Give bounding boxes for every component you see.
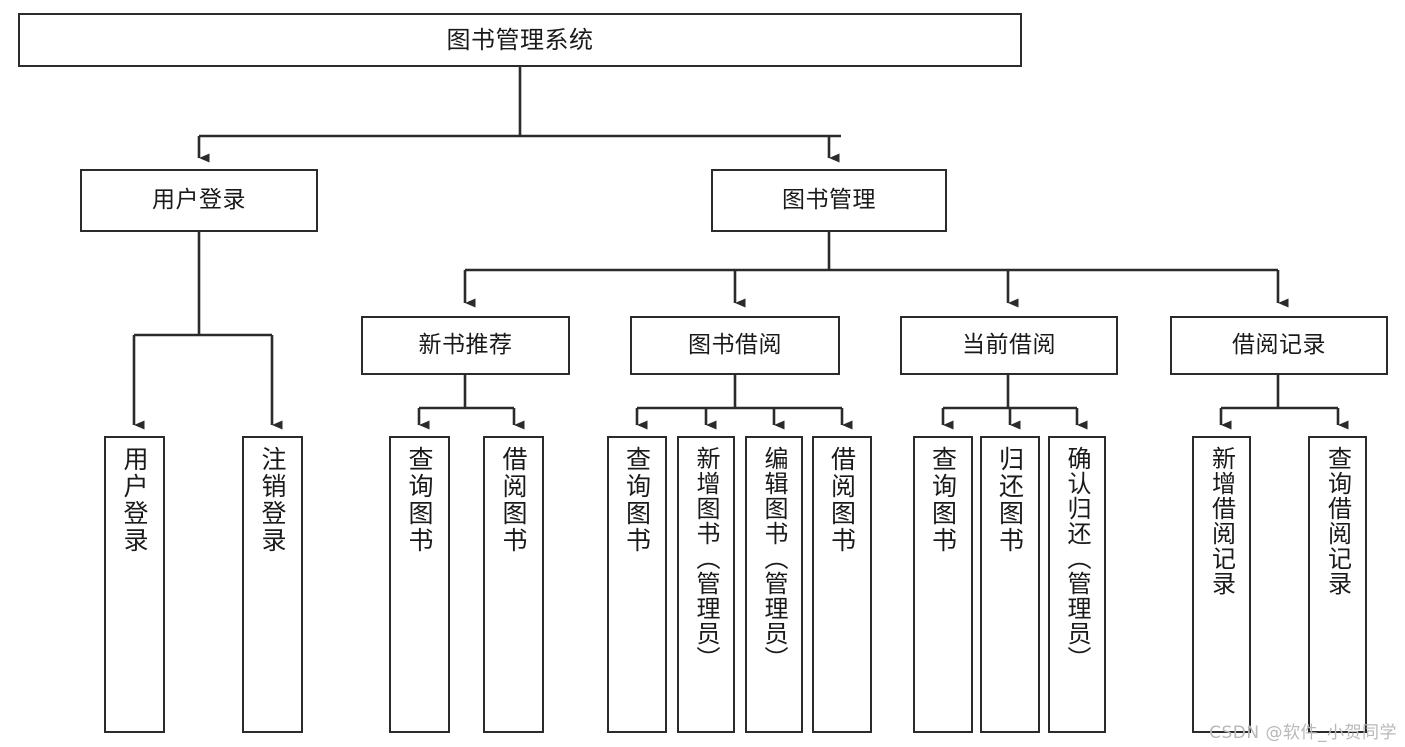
leaf-current-borrow-confirm-return[interactable]: 确认归还（管理员）	[1048, 436, 1106, 733]
node-label: 归还图书	[995, 446, 1025, 554]
leaf-borrow-record-query[interactable]: 查询借阅记录	[1308, 436, 1367, 733]
leaf-book-borrow-edit[interactable]: 编辑图书（管理员）	[745, 436, 803, 733]
leaf-current-borrow-return[interactable]: 归还图书	[980, 436, 1040, 733]
node-borrow-record[interactable]: 借阅记录	[1170, 316, 1388, 375]
leaf-book-borrow-query[interactable]: 查询图书	[607, 436, 667, 733]
node-user-login[interactable]: 用户登录	[80, 169, 318, 232]
node-root-system[interactable]: 图书管理系统	[18, 13, 1022, 67]
node-label: 查询图书	[405, 446, 434, 554]
node-label: 编辑图书（管理员）	[760, 446, 788, 671]
node-label: 图书借阅	[688, 331, 782, 358]
node-book-management[interactable]: 图书管理	[711, 169, 947, 232]
node-label: 查询借阅记录	[1323, 446, 1352, 596]
node-label: 新书推荐	[418, 331, 513, 358]
leaf-book-borrow-add[interactable]: 新增图书（管理员）	[677, 436, 735, 733]
node-label: 用户登录	[152, 186, 246, 213]
node-label: 新增图书（管理员）	[692, 446, 720, 671]
node-current-borrow[interactable]: 当前借阅	[900, 316, 1118, 375]
node-label: 借阅图书	[499, 446, 528, 554]
node-label: 查询图书	[622, 446, 652, 554]
node-book-borrow[interactable]: 图书借阅	[630, 316, 840, 375]
node-label: 图书管理	[782, 186, 876, 213]
leaf-borrow-record-add[interactable]: 新增借阅记录	[1192, 436, 1251, 733]
leaf-user-login-signout[interactable]: 注销登录	[242, 436, 303, 733]
watermark-text: CSDN @软件_小贺同学	[1209, 723, 1397, 743]
node-label: 借阅记录	[1232, 331, 1326, 358]
node-label: 用户登录	[120, 446, 149, 554]
leaf-current-borrow-query[interactable]: 查询图书	[913, 436, 973, 733]
leaf-new-book-query[interactable]: 查询图书	[389, 436, 450, 733]
leaf-book-borrow-borrow[interactable]: 借阅图书	[812, 436, 872, 733]
node-label: 借阅图书	[827, 446, 857, 554]
node-label: 新增借阅记录	[1207, 446, 1236, 596]
leaf-new-book-borrow[interactable]: 借阅图书	[483, 436, 544, 733]
node-label: 图书管理系统	[446, 25, 594, 54]
node-label: 确认归还（管理员）	[1063, 446, 1091, 671]
node-label: 注销登录	[258, 446, 287, 554]
node-label: 查询图书	[928, 446, 958, 554]
leaf-user-login-signin[interactable]: 用户登录	[104, 436, 165, 733]
node-label: 当前借阅	[962, 331, 1056, 358]
node-new-book-recommend[interactable]: 新书推荐	[361, 316, 570, 375]
